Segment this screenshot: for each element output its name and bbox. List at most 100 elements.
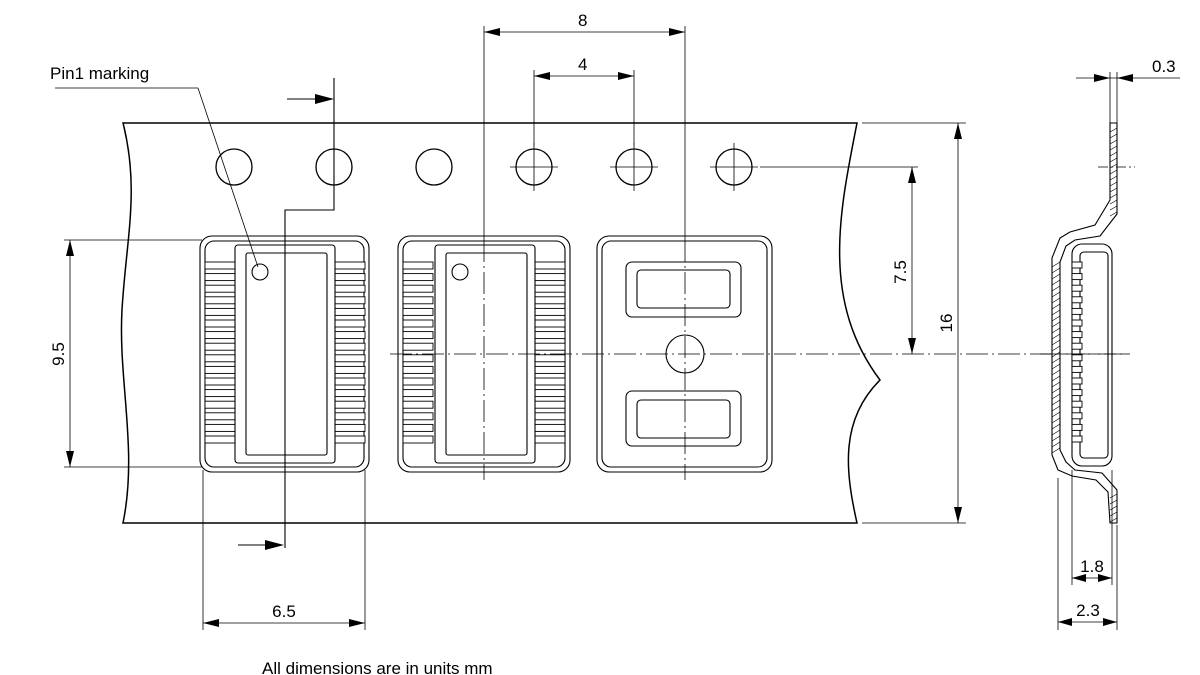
- hatch-line: [1051, 321, 1061, 328]
- lead: [334, 273, 366, 282]
- sprocket-hole: [215, 148, 253, 186]
- pocket-2: [397, 235, 571, 473]
- hatch-line: [1051, 285, 1061, 292]
- hatch-line: [1051, 387, 1061, 394]
- lead: [534, 284, 566, 293]
- hatch-line: [1109, 187, 1118, 193]
- hatch-line: [1051, 297, 1061, 304]
- dim-pocket-depth: 2.3: [1057, 478, 1118, 630]
- dim-tape-width: 16: [862, 122, 966, 524]
- lead: [402, 296, 434, 305]
- lead: [402, 412, 434, 421]
- carrier-tape-outline: [120, 122, 881, 524]
- lead: [534, 307, 566, 316]
- lead: [204, 273, 236, 282]
- hatch-line: [1051, 417, 1061, 424]
- dim-pocket-width: 6.5: [202, 470, 366, 630]
- hatch-line: [1051, 333, 1061, 340]
- pin1-section-line: [238, 78, 335, 550]
- lead: [402, 365, 434, 374]
- hatch-line: [1051, 405, 1061, 412]
- side-section-view: [1040, 122, 1135, 524]
- hatch-line: [1051, 279, 1061, 286]
- hatch-line: [1109, 151, 1118, 157]
- lead: [534, 261, 566, 270]
- lead: [534, 296, 566, 305]
- lead: [1071, 354, 1083, 362]
- hatch-line: [1109, 139, 1118, 145]
- lead: [1071, 342, 1083, 350]
- lead: [204, 331, 236, 340]
- hatch-line: [1109, 211, 1118, 217]
- hatch-line: [1051, 369, 1061, 376]
- hatch-line: [1109, 169, 1118, 175]
- lead: [334, 435, 366, 444]
- lead: [1071, 377, 1083, 385]
- hatch-line: [1051, 441, 1061, 448]
- lead: [204, 354, 236, 363]
- hatch-line: [1051, 423, 1061, 430]
- lead: [534, 435, 566, 444]
- dim-7-5-label: 7.5: [891, 260, 910, 284]
- lead: [402, 389, 434, 398]
- pin1-dot: [251, 263, 269, 281]
- pin1-dot: [451, 263, 469, 281]
- lead: [534, 342, 566, 351]
- lead: [1071, 365, 1083, 373]
- lead: [1071, 435, 1083, 443]
- dim-hole-to-pocket: 7.5: [760, 166, 918, 354]
- hatch-line: [1051, 363, 1061, 370]
- hatch-line: [1109, 175, 1118, 181]
- lead: [204, 342, 236, 351]
- lead: [204, 319, 236, 328]
- hatch-line: [1051, 447, 1061, 454]
- lead: [334, 296, 366, 305]
- dim-component-height: 1.8: [1071, 470, 1113, 585]
- lead: [334, 284, 366, 293]
- lead: [334, 423, 366, 432]
- sprocket-hole: [415, 148, 453, 186]
- lead: [402, 284, 434, 293]
- dim-tape-thickness: 0.3: [1076, 57, 1180, 123]
- lead: [402, 400, 434, 409]
- lead: [534, 354, 566, 363]
- pin1-marking-label: Pin1 marking: [50, 64, 149, 83]
- lead: [334, 400, 366, 409]
- lead: [204, 435, 236, 444]
- lead: [534, 423, 566, 432]
- hatch-line: [1109, 511, 1118, 517]
- lead: [402, 319, 434, 328]
- hatch-line: [1051, 309, 1061, 316]
- hatch-line: [1051, 339, 1061, 346]
- hatch-line: [1051, 315, 1061, 322]
- hatch-line: [1051, 429, 1061, 436]
- hatch-line: [1109, 181, 1118, 187]
- lead: [334, 261, 366, 270]
- lead: [334, 377, 366, 386]
- hatch-line: [1051, 399, 1061, 406]
- lead: [402, 423, 434, 432]
- hatch-line: [1051, 351, 1061, 358]
- lead: [402, 331, 434, 340]
- hatch-line: [1109, 127, 1118, 133]
- lead: [1071, 307, 1083, 315]
- lead: [334, 319, 366, 328]
- hatch-line: [1109, 199, 1118, 205]
- dim-4-label: 4: [578, 55, 587, 74]
- lead: [534, 400, 566, 409]
- sprocket-holes: [215, 143, 758, 191]
- hatch-line: [1051, 261, 1061, 268]
- hatch-line: [1051, 357, 1061, 364]
- hatch-line: [1109, 499, 1118, 505]
- dim-1-8-label: 1.8: [1080, 557, 1104, 576]
- lead: [1071, 331, 1083, 339]
- lead: [402, 354, 434, 363]
- lead: [534, 412, 566, 421]
- lead: [204, 296, 236, 305]
- lead: [334, 331, 366, 340]
- hatch-line: [1109, 505, 1118, 511]
- lead: [534, 331, 566, 340]
- hatch-line: [1051, 291, 1061, 298]
- hatch-line: [1109, 517, 1118, 523]
- pocket-1: [199, 235, 370, 473]
